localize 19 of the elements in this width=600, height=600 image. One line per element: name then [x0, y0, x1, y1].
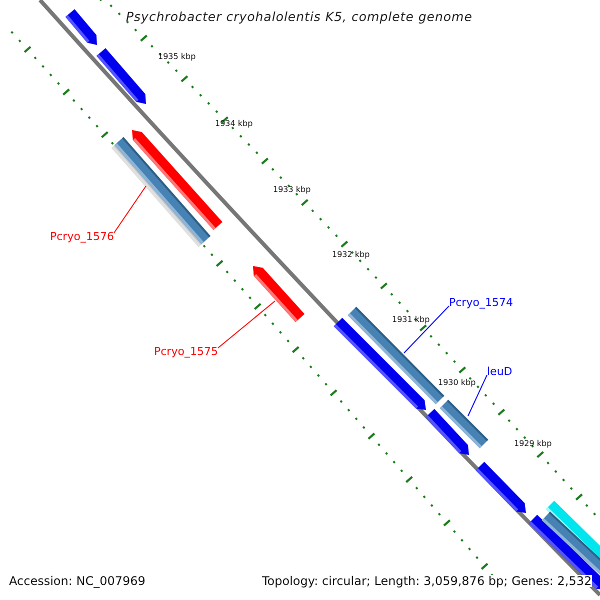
gene-label: Pcryo_1574	[449, 297, 513, 308]
scale-label: 1933 kbp	[273, 186, 311, 194]
genome-info-text: Topology: circular; Length: 3,059,876 bp; Genes: 2,532	[262, 575, 592, 587]
leader-line	[468, 374, 488, 416]
title: Psychrobacter cryohalolentis K5, complete genome	[126, 11, 472, 24]
gene-label: leuD	[487, 366, 512, 377]
scale-label: 1930 kbp	[438, 379, 476, 387]
scale-label: 1934 kbp	[215, 120, 253, 128]
scale-label: 1935 kbp	[158, 53, 196, 61]
gene-bar	[440, 400, 488, 448]
scale-label: 1932 kbp	[332, 251, 370, 259]
leader-line	[217, 300, 276, 348]
leader-line	[404, 306, 450, 354]
gene-label: Pcryo_1576	[50, 231, 114, 242]
scale-label: 1929 kbp	[514, 440, 552, 448]
scale-label: 1931 kbp	[392, 316, 430, 324]
gene-label: Pcryo_1575	[154, 346, 218, 357]
accession-text: Accession: NC_007969	[9, 575, 146, 587]
gene-bar	[112, 137, 210, 247]
